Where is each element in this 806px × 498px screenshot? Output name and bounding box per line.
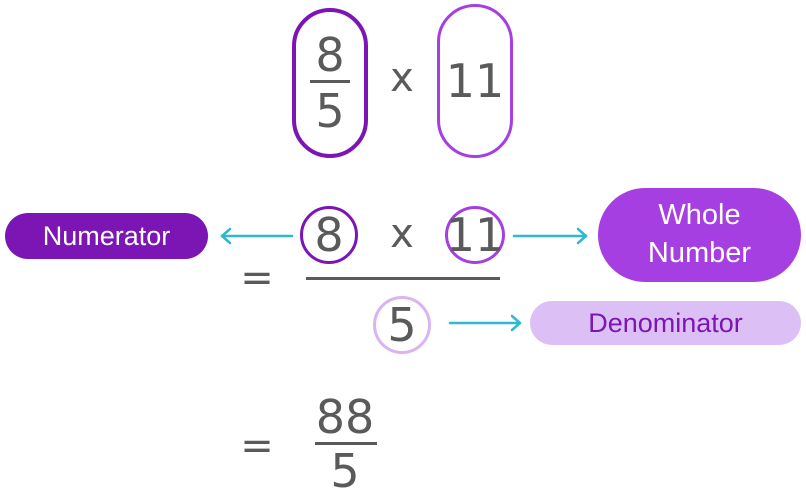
step1-multiply-sign: x <box>390 211 414 257</box>
whole-number-label-line2: Number <box>647 237 752 269</box>
denominator-label: Denominator <box>530 301 801 345</box>
whole-number-circle <box>445 206 505 264</box>
numerator-circle <box>300 206 358 264</box>
step1-equals-sign: = <box>240 255 274 301</box>
step1-denominator: 5 <box>387 298 417 352</box>
denominator-label-text: Denominator <box>588 308 743 338</box>
step1-numerator-left: 8 <box>314 208 344 262</box>
top-whole-number: 11 <box>445 54 505 108</box>
whole-number-capsule <box>437 4 513 158</box>
step2-numerator: 88 <box>315 390 375 444</box>
top-multiply-sign: x <box>390 55 414 101</box>
denominator-circle <box>373 296 431 354</box>
step2-fraction-bar <box>315 442 377 445</box>
whole-number-label: Whole Number <box>598 188 801 282</box>
arrow-to-whole-number-label <box>512 227 588 245</box>
arrow-to-numerator-label <box>220 227 294 245</box>
top-fraction-numerator: 8 <box>315 28 345 82</box>
numerator-label: Numerator <box>5 213 208 259</box>
whole-number-label-line1: Whole <box>658 199 741 231</box>
numerator-label-text: Numerator <box>42 221 171 251</box>
fraction-capsule <box>292 8 368 158</box>
arrow-to-denominator-label <box>448 314 522 332</box>
step2-equals-sign: = <box>240 423 274 469</box>
top-fraction-bar <box>310 80 350 83</box>
step1-fraction-bar <box>306 277 500 280</box>
top-fraction-denominator: 5 <box>315 84 345 138</box>
step1-numerator-right: 11 <box>445 208 505 262</box>
step2-denominator: 5 <box>330 444 360 498</box>
